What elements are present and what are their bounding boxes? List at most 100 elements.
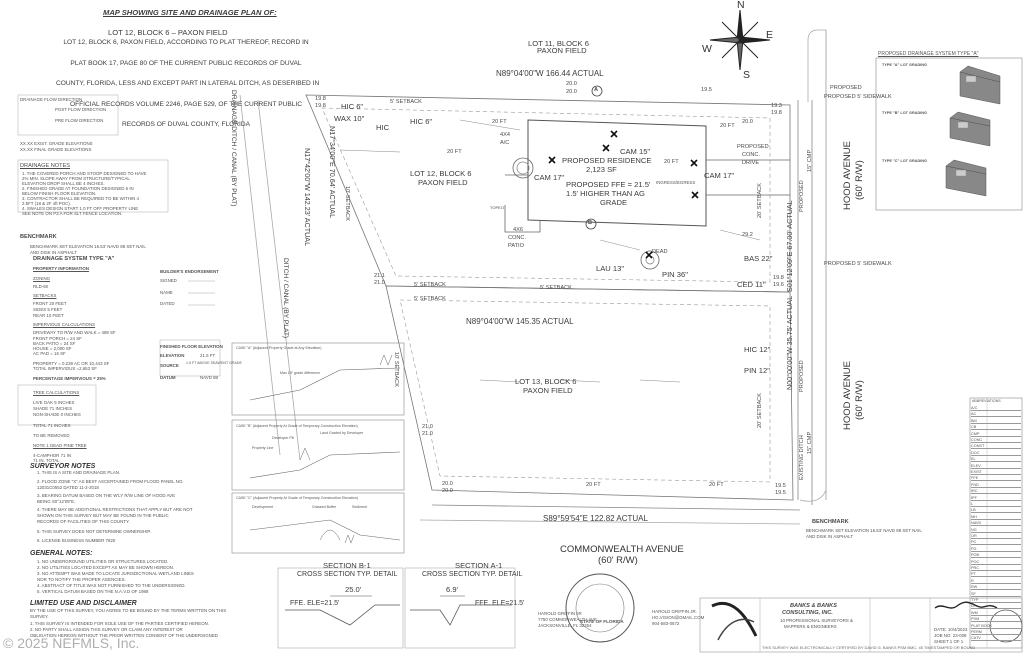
tree-ced-11: CED 11": [737, 280, 766, 289]
commonwealth-rw: (60' R/W): [598, 555, 638, 566]
setback-top: 5' SETBACK: [390, 99, 422, 105]
section-a-title: SECTION A-1: [455, 561, 503, 570]
elev: 29.2: [742, 232, 753, 238]
setback-20-lot12: 20' SETBACK: [757, 183, 763, 218]
elev: 19.8: [315, 103, 326, 109]
sidewalk-top: PROPOSED 5' SIDEWALK: [824, 94, 892, 100]
subject-line: LOT 12, BLOCK 6 – PAXON FIELD: [108, 28, 228, 37]
lot-13-boundary: [385, 285, 794, 501]
seal-text: STATE OF FLORIDA: [580, 619, 624, 624]
ac-1: 4X4: [500, 132, 510, 138]
compass-n: N: [737, 0, 745, 11]
marker-a: A: [594, 87, 599, 93]
patio-2: CONC.: [508, 235, 527, 241]
dim-20ft-4: 20 FT: [720, 123, 735, 129]
detail-label: Developer Fill: [272, 436, 294, 440]
mid-bearing: N89°04'00"W 145.35 ACTUAL: [466, 317, 574, 326]
detail-c-title: CASE "C" (Adjacent Property At Grade of …: [236, 496, 358, 500]
section-a-dim: 6.9': [446, 585, 459, 594]
cmp-label-2: 15" CMP: [807, 431, 813, 454]
section-b-title: SECTION B-1: [323, 561, 371, 570]
section-a-sub: CROSS SECTION TYP. DETAIL: [422, 571, 523, 578]
tree-dead: DEAD: [652, 249, 668, 255]
detail-label: Grassed Buffer: [312, 505, 337, 509]
hood-avenue-top-rw: (60' R/W): [854, 160, 865, 200]
ingress-label: INGRESS/EGRESS: [656, 180, 696, 185]
abbreviation-row: LB: [971, 508, 1021, 514]
patio-1: 4X6: [513, 227, 523, 233]
tree-hic: HIC: [376, 123, 390, 132]
legal-description: LOT 12, BLOCK 6, PAXON FIELD, ACCORDING …: [56, 39, 320, 129]
tree-lau-13: LAU 13": [596, 264, 625, 273]
top-bearing: N89°04'00"W 166.44 ACTUAL: [496, 69, 604, 78]
hood-avenue-top: HOOD AVENUE: [842, 141, 853, 210]
residence-sf: 2,123 SF: [586, 165, 617, 174]
proposed-left-2: PROPOSED: [799, 360, 805, 392]
compass-s: S: [743, 69, 751, 81]
elev: 19.8: [315, 96, 326, 102]
tree-hic-12: HIC 12": [744, 345, 771, 354]
abbreviation-row: DOC: [971, 451, 1021, 456]
elev: 19.8: [771, 110, 782, 116]
abbreviation-row: POB: [971, 553, 1021, 559]
abbreviation-row: IPF: [971, 496, 1021, 501]
west-bearing: N17°42'00"W 142.23' ACTUAL: [303, 148, 312, 247]
elev: 19.3: [771, 103, 782, 109]
abbreviation-row: A/C: [971, 406, 1021, 411]
setback-mid-2: 5' SETBACK: [540, 285, 572, 291]
drive-3: DRIVE: [742, 160, 760, 166]
abbreviation-row: PERM: [971, 630, 1021, 635]
tree-cam-17a: CAM 17": [534, 173, 565, 182]
abbreviation-row: CONST: [971, 444, 1021, 450]
abbreviation-row: EXIST: [971, 470, 1021, 475]
abbreviation-row: CONC: [971, 438, 1021, 443]
sidewalk-top-1: PROPOSED: [830, 85, 862, 91]
section-b-dim: 25.0': [345, 585, 362, 594]
lot-11-label: LOT 11, BLOCK 6: [528, 39, 589, 48]
east-bearing: S01°12'09"E 67.00' ACTUAL: [785, 200, 794, 292]
canal-label: DRAINAGE DITCH / CANAL (BY PLAT): [230, 90, 237, 207]
abbreviation-row: CB: [971, 425, 1021, 431]
section-b-sub: CROSS SECTION TYP. DETAIL: [297, 571, 398, 578]
elev: 19.5: [775, 483, 786, 489]
setback-mid: 5' SETBACK: [414, 282, 446, 288]
abbreviation-row: MH: [971, 515, 1021, 520]
exist-ditch: EXISTING DITCH: [799, 435, 805, 480]
elev: 20.0: [566, 89, 577, 95]
lot-12-label: LOT 12, BLOCK 6: [410, 169, 472, 178]
abbreviation-row: POC: [971, 560, 1021, 565]
abbreviation-row: BM: [971, 419, 1021, 424]
section-b-ffe: FFE. ELE=21.5': [290, 600, 340, 607]
tree-pin-12: PIN 12": [744, 366, 770, 375]
abbreviation-row: PT: [971, 572, 1021, 578]
detail-b-title: CASE "B" (Adjacent Property At Grade of …: [236, 424, 358, 428]
abbreviation-row: PG: [971, 547, 1021, 552]
elev: 19.5: [775, 490, 786, 496]
canal-label-2: DITCH / CANAL (BY PLAT): [282, 258, 289, 339]
page-title: MAP SHOWING SITE AND DRAINAGE PLAN OF:: [103, 8, 277, 17]
compass-e: E: [766, 29, 774, 41]
cmp-label: 15" CMP: [807, 149, 813, 172]
hood-avenue-bottom: HOOD AVENUE: [842, 361, 853, 430]
abbreviation-row: NAVD: [971, 521, 1021, 527]
topo-label: TOPEO: [490, 205, 504, 210]
elev: 20.0: [566, 81, 577, 87]
elev: 21.0: [422, 431, 433, 437]
abbreviation-row: PSM: [971, 617, 1021, 623]
drive-1: PROPOSED: [737, 144, 769, 150]
abbreviation-row: CMP: [971, 432, 1021, 437]
compass-w: W: [702, 43, 712, 55]
detail-a-title: CASE "A" (Adjacent Property Grade at Any…: [236, 346, 322, 350]
sidewalk-bottom: PROPOSED 5' SIDEWALK: [824, 261, 892, 267]
abbreviation-row: EL: [971, 457, 1021, 463]
abbreviation-row: NG: [971, 528, 1021, 533]
abbreviation-row: FFE: [971, 476, 1021, 482]
commonwealth-avenue: COMMONWEALTH AVENUE: [560, 544, 684, 555]
lot-11-sub: PAXON FIELD: [537, 46, 587, 55]
tree-cam-15: CAM 15": [620, 147, 651, 156]
abbreviation-row: UT: [971, 604, 1021, 610]
elev: 20.0: [442, 488, 453, 494]
dim-20ft-6: 20 FT: [709, 482, 724, 488]
proposed-residence-outline: [527, 119, 707, 227]
dim-20ft-1: 20 FT: [492, 119, 507, 125]
